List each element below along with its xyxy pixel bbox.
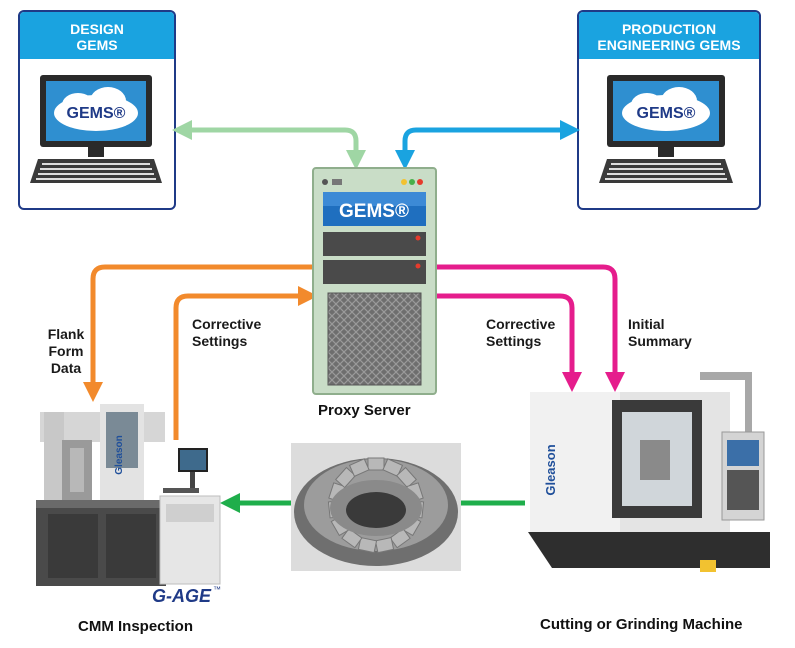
cmm-inspection-caption: CMM Inspection bbox=[78, 618, 193, 635]
initial-summary-label: Initial Summary bbox=[628, 316, 692, 349]
cutting-machine-caption: Cutting or Grinding Machine bbox=[540, 616, 743, 633]
arrow-flank-form-data bbox=[83, 264, 313, 402]
cutting-brand-label: Gleason bbox=[543, 444, 558, 495]
arrow-initial-summary bbox=[437, 264, 625, 392]
production-gems-panel: PRODUCTION ENGINEERING GEMS GEMS® bbox=[577, 10, 761, 210]
cutting-machine: Gleason bbox=[528, 372, 770, 572]
arrow-production-server bbox=[395, 120, 580, 170]
cmm-brand-label: Gleason bbox=[114, 435, 125, 474]
design-gems-title-line1: DESIGN bbox=[70, 21, 124, 37]
gear-image bbox=[291, 443, 461, 571]
arrow-corrective-left bbox=[173, 286, 318, 440]
design-computer-icon: GEMS® bbox=[30, 75, 162, 183]
arrow-corrective-right bbox=[437, 293, 582, 392]
design-gems-title-line2: GEMS bbox=[76, 37, 118, 53]
design-gems-header: DESIGN GEMS bbox=[20, 12, 174, 59]
proxy-server: GEMS® bbox=[312, 167, 437, 395]
production-gems-title-line2: ENGINEERING GEMS bbox=[597, 37, 741, 53]
server-gems-logo: GEMS® bbox=[339, 201, 409, 222]
flank-form-data-label: Flank Form Data bbox=[47, 326, 85, 376]
proxy-server-caption: Proxy Server bbox=[318, 402, 411, 419]
gage-trademark: ™ bbox=[213, 585, 221, 594]
production-gems-title-line1: PRODUCTION bbox=[621, 21, 717, 37]
corrective-settings-right-label: Corrective Settings bbox=[486, 316, 556, 349]
production-computer-icon: GEMS® bbox=[599, 75, 733, 183]
corrective-settings-left-label: Corrective Settings bbox=[192, 316, 262, 349]
design-gems-panel: DESIGN GEMS GEMS® bbox=[18, 10, 176, 210]
arrow-design-server bbox=[172, 120, 366, 170]
production-gems-header: PRODUCTION ENGINEERING GEMS bbox=[579, 12, 759, 59]
design-gems-logo: GEMS® bbox=[67, 105, 126, 122]
cmm-machine: Gleason G-AGE ™ bbox=[36, 404, 221, 606]
gage-logo: G-AGE bbox=[152, 586, 212, 606]
production-gems-logo: GEMS® bbox=[637, 105, 696, 122]
